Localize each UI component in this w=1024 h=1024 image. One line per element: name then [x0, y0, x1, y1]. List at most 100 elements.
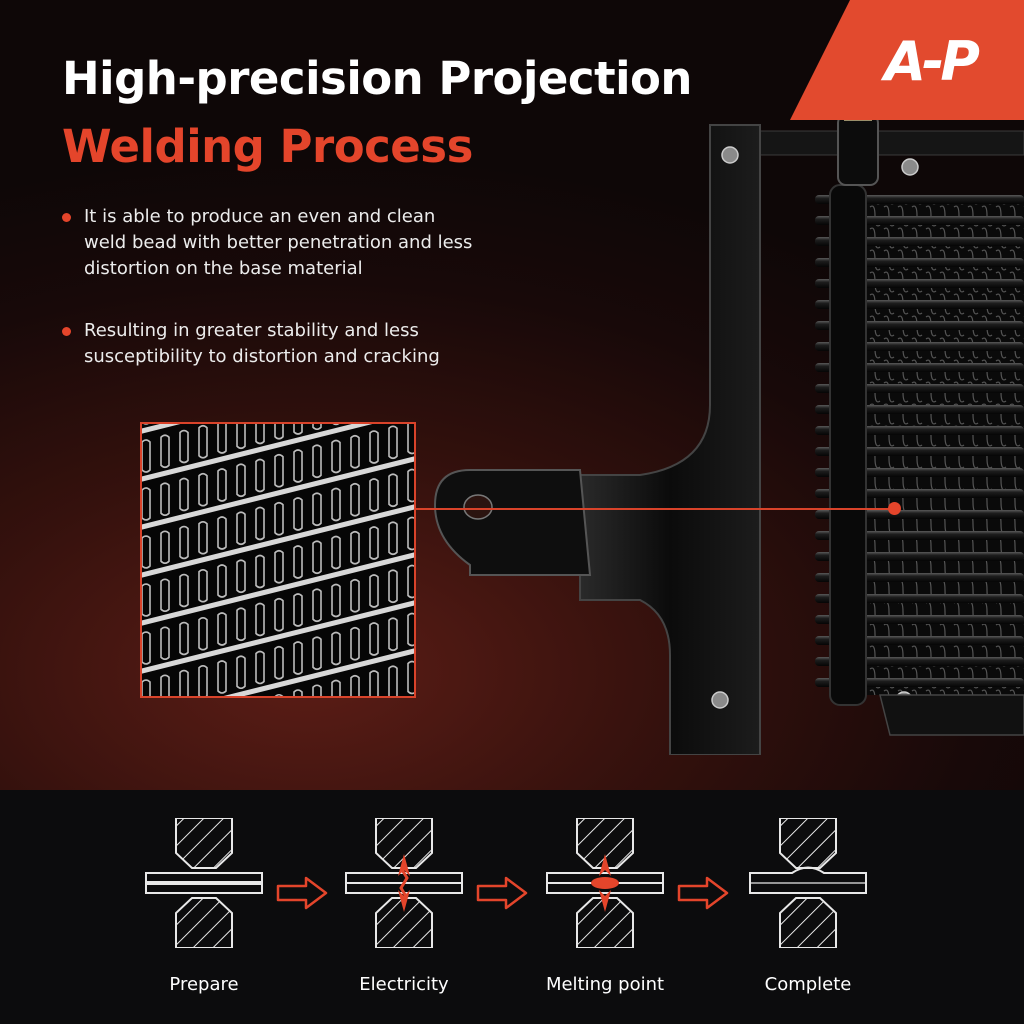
- fin-loop: [142, 487, 151, 521]
- fin-loop: [350, 530, 360, 565]
- fin-loop: [236, 559, 246, 594]
- cooler-tube: [815, 510, 1024, 519]
- fin-loop: [293, 689, 303, 696]
- fin-loop: [369, 622, 379, 656]
- fin-loop: [350, 578, 360, 613]
- fin-loop: [388, 569, 398, 604]
- fin-loop: [331, 439, 341, 474]
- cooler-tube: [815, 531, 1024, 540]
- cooler-tube: [815, 342, 1024, 351]
- fin-loop: [293, 424, 303, 435]
- fin-loop: [179, 525, 189, 560]
- fin-tube: [142, 424, 373, 482]
- cooler-tube: [815, 384, 1024, 393]
- fin-loop: [179, 573, 189, 608]
- process-step-label: Prepare: [169, 974, 239, 995]
- fin-loop: [407, 564, 414, 599]
- fin-loop: [217, 612, 227, 646]
- fin-loop: [407, 424, 414, 455]
- weld-prepare-icon: [144, 817, 264, 949]
- feature-bullet: Resulting in greater stability and less …: [62, 318, 482, 370]
- fin-loop: [350, 674, 360, 696]
- fin-tube: [142, 600, 414, 674]
- fin-loop: [236, 511, 246, 546]
- fin-loop: [331, 631, 341, 666]
- fin-loop: [407, 468, 414, 503]
- fin-loop: [369, 478, 379, 512]
- fin-loop: [142, 631, 151, 665]
- fin-loop: [160, 674, 170, 696]
- fin-loop: [142, 583, 151, 617]
- feature-bullet-text: Resulting in greater stability and less …: [84, 320, 440, 367]
- arrow-right-icon: [677, 876, 729, 910]
- fin-loop: [255, 424, 265, 445]
- feature-bullet-text: It is able to produce an even and clean …: [84, 206, 473, 279]
- fin-loop: [350, 626, 360, 661]
- fin-loop: [198, 520, 208, 555]
- cooler-tube: [815, 405, 1024, 414]
- fin-loop: [293, 641, 303, 675]
- process-step-label: Melting point: [545, 974, 665, 995]
- fin-loop: [179, 429, 189, 464]
- fin-loop: [293, 545, 303, 579]
- cooler-tube: [815, 447, 1024, 456]
- fin-loop: [179, 669, 189, 696]
- fin-loop: [274, 424, 284, 440]
- fin-loop: [160, 626, 170, 661]
- fin-loop: [350, 482, 360, 517]
- cooler-tube: [815, 321, 1024, 330]
- cooler-tube: [815, 657, 1024, 666]
- fin-loop: [198, 424, 208, 459]
- fin-loop: [312, 444, 322, 479]
- fin-loop: [312, 424, 322, 431]
- fin-loop: [255, 650, 265, 685]
- weld-electricity-icon: [344, 817, 464, 949]
- fin-loop: [312, 540, 322, 575]
- fin-loop: [255, 458, 265, 493]
- cooler-tube: [815, 594, 1024, 603]
- fin-loop: [236, 463, 246, 498]
- fin-loop: [388, 665, 398, 696]
- fin-loop: [217, 516, 227, 550]
- feature-bullet: It is able to produce an even and clean …: [62, 204, 482, 282]
- fin-tube: [142, 456, 414, 530]
- fin-loop: [142, 679, 151, 696]
- fin-loop: [388, 425, 398, 460]
- fin-loop: [217, 468, 227, 502]
- fin-loop: [160, 530, 170, 565]
- fin-loop: [312, 588, 322, 623]
- fin-closeup-image: [140, 422, 416, 698]
- callout-dot: [888, 502, 901, 515]
- fin-loop: [179, 477, 189, 512]
- fin-loop: [274, 501, 284, 536]
- fin-loop: [369, 574, 379, 608]
- fin-loop: [331, 535, 341, 570]
- fin-loop: [236, 655, 246, 690]
- fin-loop: [312, 684, 322, 696]
- cooler-tube: [815, 552, 1024, 561]
- fin-loop: [274, 597, 284, 632]
- welding-process-strip: Prepare Electricity Melting point: [0, 790, 1024, 1024]
- process-step-label: Complete: [764, 974, 852, 995]
- cooler-tube: [815, 573, 1024, 582]
- cooler-tube: [815, 258, 1024, 267]
- oil-cooler-image: [433, 95, 1024, 755]
- fin-loop: [388, 521, 398, 556]
- fin-tube: [223, 648, 414, 696]
- fin-loop: [198, 664, 208, 696]
- process-step-label: Electricity: [359, 974, 449, 995]
- fin-loop: [293, 497, 303, 531]
- fin-loop: [274, 645, 284, 680]
- arrow-right-icon: [276, 876, 328, 910]
- fin-loop: [293, 449, 303, 483]
- fin-tube: [142, 504, 414, 578]
- bullet-dot-icon: [62, 327, 71, 336]
- fin-loop: [274, 453, 284, 488]
- fin-loop: [388, 617, 398, 652]
- fin-loop: [217, 660, 227, 694]
- arrow-right-icon: [476, 876, 528, 910]
- cooler-tube: [815, 678, 1024, 687]
- headline-line-1: High-precision Projection: [62, 52, 692, 105]
- fin-loop: [217, 424, 227, 454]
- fin-loop: [369, 526, 379, 560]
